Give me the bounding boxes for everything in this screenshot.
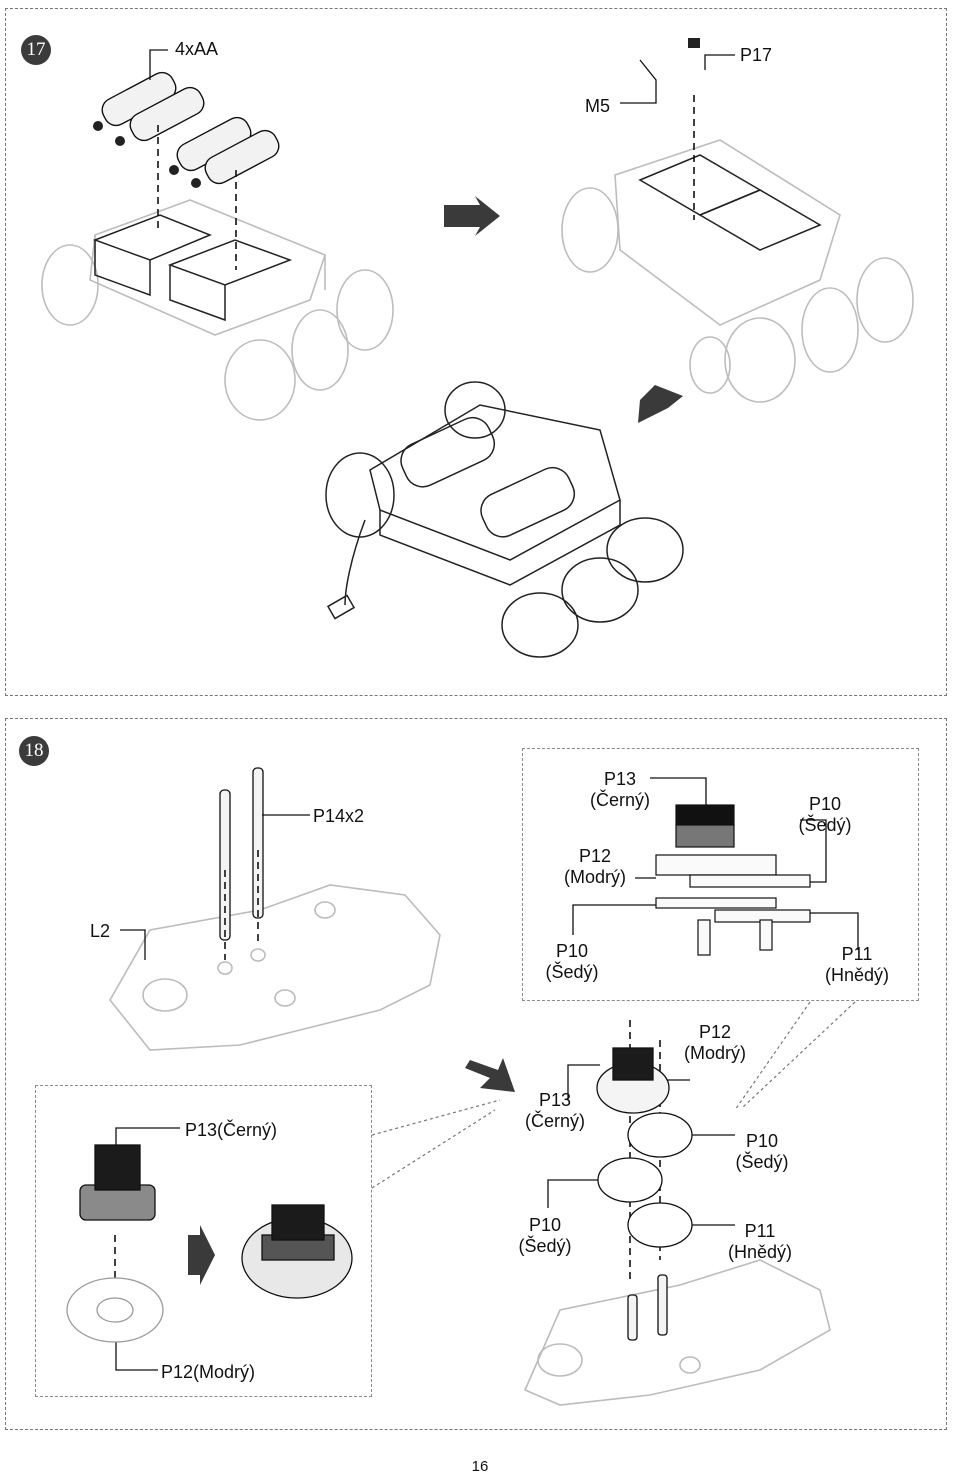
page-number: 16 xyxy=(471,1458,489,1475)
step-17-panel xyxy=(5,8,947,696)
label-screw: M5 xyxy=(585,96,611,116)
gear-detail-top-inset xyxy=(522,748,919,1001)
label-cover: P17 xyxy=(740,45,773,65)
label-stack-p10-left: P10 (Šedý) xyxy=(518,1215,572,1256)
label-batteries: 4xAA xyxy=(175,39,219,59)
label-pins: P14x2 xyxy=(313,806,365,826)
step-number-badge: 17 xyxy=(21,35,51,65)
label-left-p12: P12(Modrý) xyxy=(161,1362,256,1382)
label-stack-p13: P13 (Černý) xyxy=(524,1090,585,1131)
step-18-panel xyxy=(5,718,947,1430)
label-gearbox: L2 xyxy=(90,921,111,941)
label-detail-p11: P11 (Hnědý) xyxy=(824,944,890,985)
gear-detail-left-inset xyxy=(35,1085,372,1397)
label-detail-p10-left: P10 (Šedý) xyxy=(545,941,599,982)
label-detail-p10-right: P10 (Šedý) xyxy=(798,794,852,835)
label-left-p13: P13(Černý) xyxy=(185,1120,278,1140)
label-stack-p10-right: P10 (Šedý) xyxy=(735,1131,789,1172)
label-detail-p12: P12 (Modrý) xyxy=(564,846,626,887)
label-stack-p11: P11 (Hnědý) xyxy=(727,1221,793,1262)
label-detail-p13: P13 (Černý) xyxy=(589,769,650,810)
step-17-illustration xyxy=(41,38,914,658)
step-number-badge: 18 xyxy=(19,736,49,766)
label-stack-p12: P12 (Modrý) xyxy=(684,1022,746,1063)
